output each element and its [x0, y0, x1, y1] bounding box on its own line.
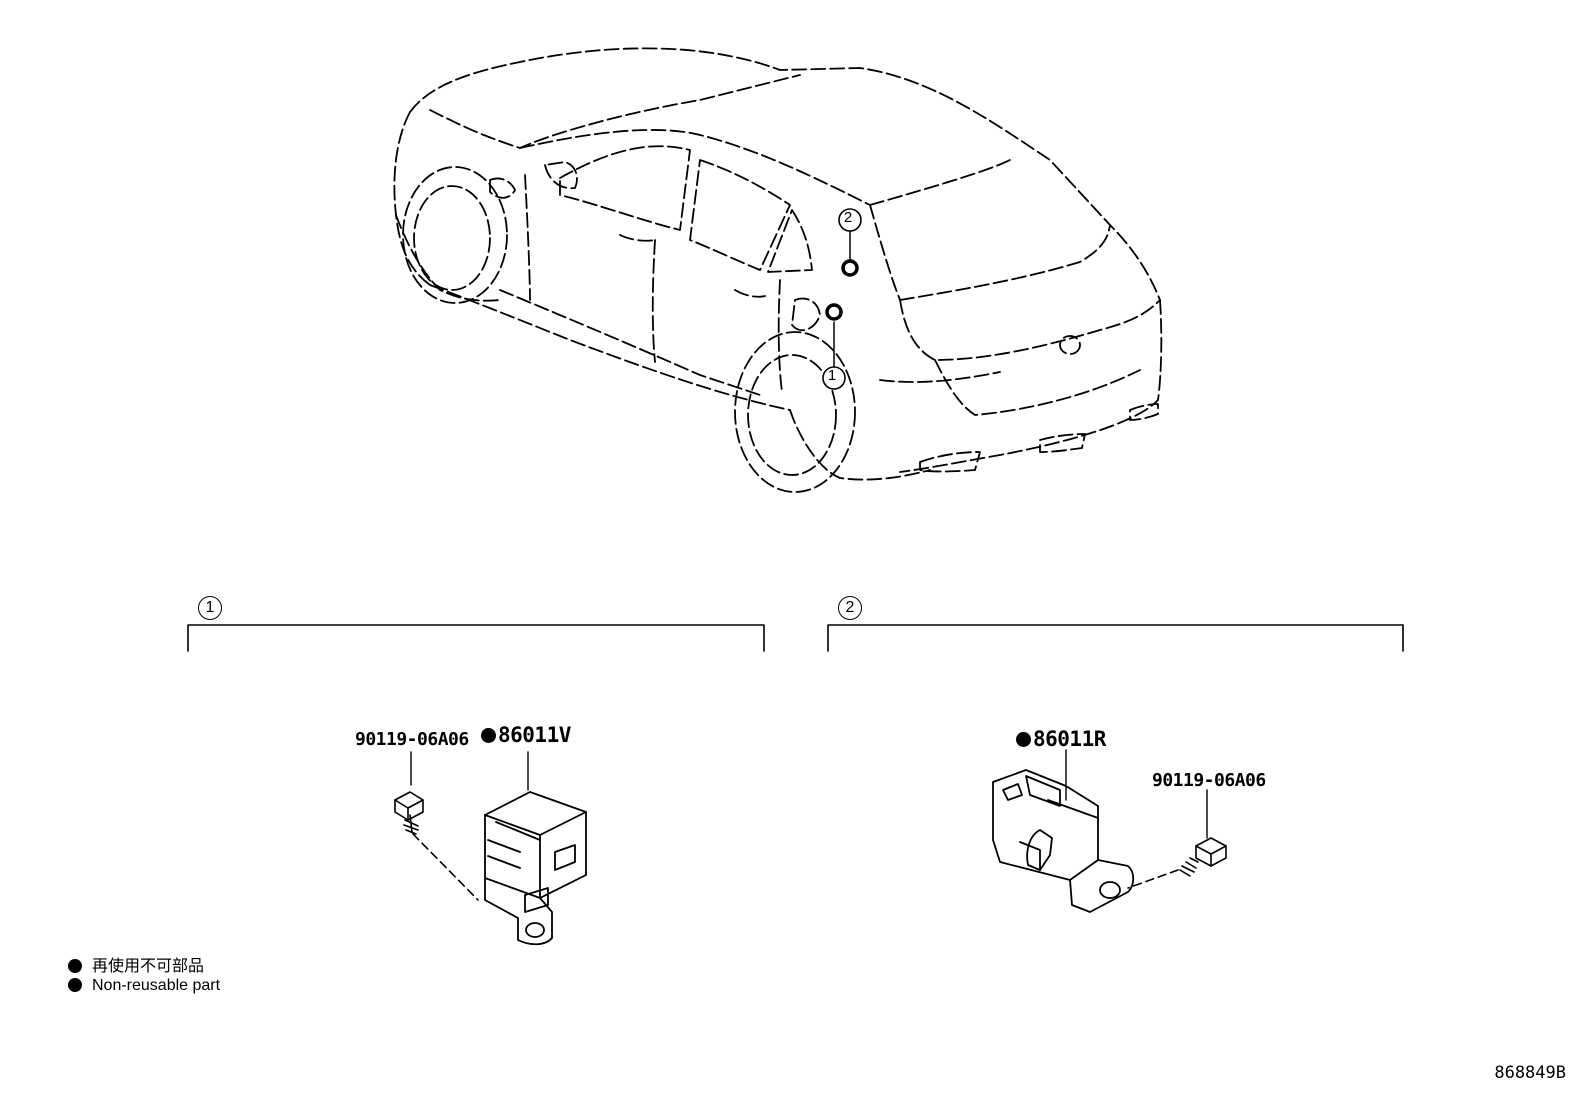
- right-sensor-number: 86011R: [1033, 727, 1106, 751]
- location-marker-1: [825, 303, 843, 321]
- legend-dot-icon: [68, 959, 82, 973]
- section-1-bracket: [187, 624, 765, 652]
- part-number-left-bolt: 90119-06A06: [355, 729, 469, 750]
- car-callout-2: 2: [843, 209, 853, 226]
- left-bolt-drawing: [394, 791, 479, 901]
- sensor-location-markers: [822, 208, 862, 390]
- legend-dot-icon: [68, 978, 82, 992]
- legend-english-text: Non-reusable part: [92, 977, 221, 994]
- part-number-right-sensor: 86011R: [1016, 727, 1106, 751]
- part-number-left-sensor: 86011V: [481, 723, 571, 747]
- non-reusable-marker: [481, 728, 496, 743]
- location-marker-2: [841, 259, 859, 277]
- legend-english: Non-reusable part: [68, 977, 220, 995]
- left-sensor-drawing: [484, 791, 587, 946]
- non-reusable-marker: [1016, 732, 1031, 747]
- vehicle-illustration: [393, 47, 1163, 493]
- section-2-bracket: [827, 624, 1404, 652]
- section-2-callout: 2: [838, 596, 862, 620]
- legend-japanese: 再使用不可部品: [68, 952, 204, 976]
- diagram-id: 868849B: [1494, 1063, 1566, 1083]
- legend-japanese-text: 再使用不可部品: [92, 958, 205, 975]
- right-sensor-drawing: [992, 769, 1135, 913]
- right-assembly: [992, 749, 1227, 913]
- section-brackets: [187, 624, 1404, 652]
- part-number-right-bolt: 90119-06A06: [1152, 770, 1266, 791]
- section-1-callout: 1: [198, 596, 222, 620]
- left-sensor-number: 86011V: [498, 723, 571, 747]
- left-assembly: [394, 751, 587, 946]
- right-bolt-drawing: [1127, 837, 1227, 889]
- car-callout-1: 1: [827, 367, 837, 384]
